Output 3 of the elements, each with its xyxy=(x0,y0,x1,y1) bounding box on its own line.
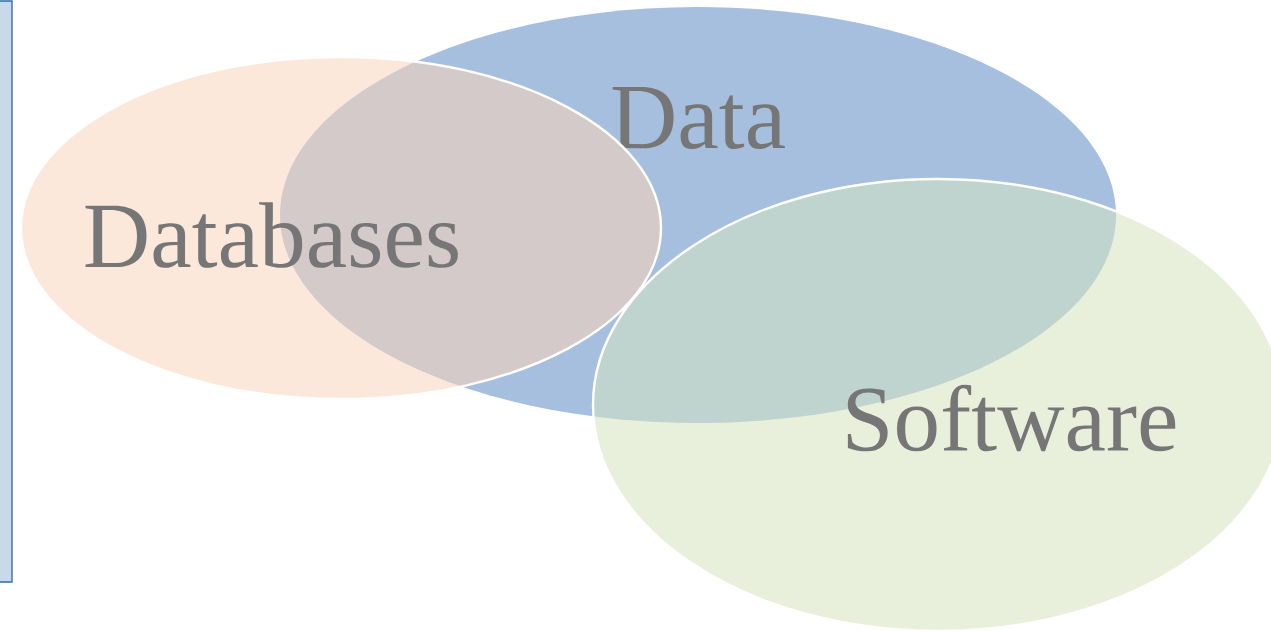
ellipse-label: Data xyxy=(612,87,785,149)
ellipse-label: Software xyxy=(847,384,1176,452)
ellipse-label: Databases xyxy=(85,202,458,268)
